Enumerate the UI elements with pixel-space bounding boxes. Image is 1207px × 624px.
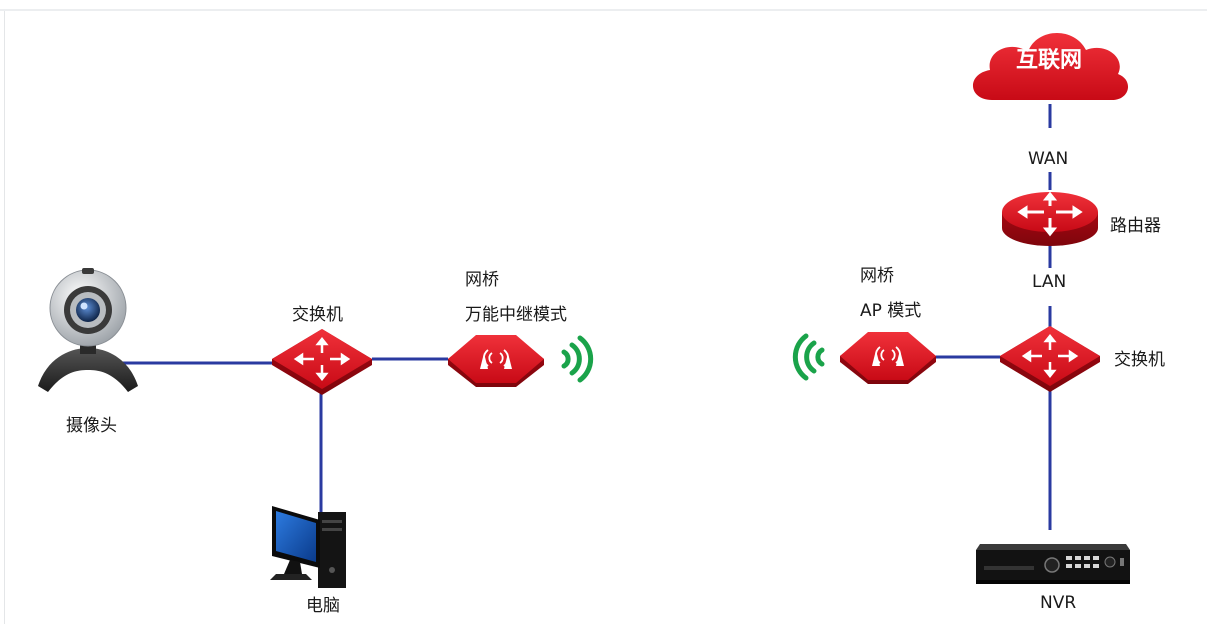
bridge-ap-label-line2: AP 模式 bbox=[860, 301, 922, 321]
router-icon bbox=[1002, 191, 1098, 246]
lan-label: LAN bbox=[1032, 272, 1067, 292]
computer-icon bbox=[270, 506, 346, 588]
wan-label: WAN bbox=[1028, 149, 1069, 169]
camera-label: 摄像头 bbox=[66, 416, 117, 436]
webcam-icon bbox=[38, 268, 138, 392]
wifi-signal-left-icon bbox=[561, 335, 594, 383]
nvr-label: NVR bbox=[1040, 593, 1077, 613]
left-border bbox=[4, 11, 5, 624]
bridge-repeater-label-line2: 万能中继模式 bbox=[465, 305, 567, 325]
bridge-repeater-label-line1: 网桥 bbox=[465, 270, 499, 290]
top-border bbox=[0, 9, 1207, 11]
switch-right-label: 交换机 bbox=[1114, 350, 1165, 370]
internet-cloud bbox=[972, 32, 1129, 100]
switch-left-label: 交换机 bbox=[292, 305, 343, 325]
computer-label: 电脑 bbox=[306, 596, 340, 616]
connection-lines bbox=[118, 104, 1052, 530]
bridge-ap-icon bbox=[840, 332, 936, 384]
switch-right-icon bbox=[1000, 326, 1100, 392]
bridge-repeater-icon bbox=[448, 335, 544, 387]
internet-label: 互联网 bbox=[1016, 48, 1083, 73]
switch-left-icon bbox=[272, 329, 372, 395]
wifi-signal-right-icon bbox=[792, 333, 825, 381]
nvr-icon bbox=[976, 544, 1130, 584]
router-label: 路由器 bbox=[1110, 216, 1161, 236]
bridge-ap-label-line1: 网桥 bbox=[860, 266, 894, 286]
